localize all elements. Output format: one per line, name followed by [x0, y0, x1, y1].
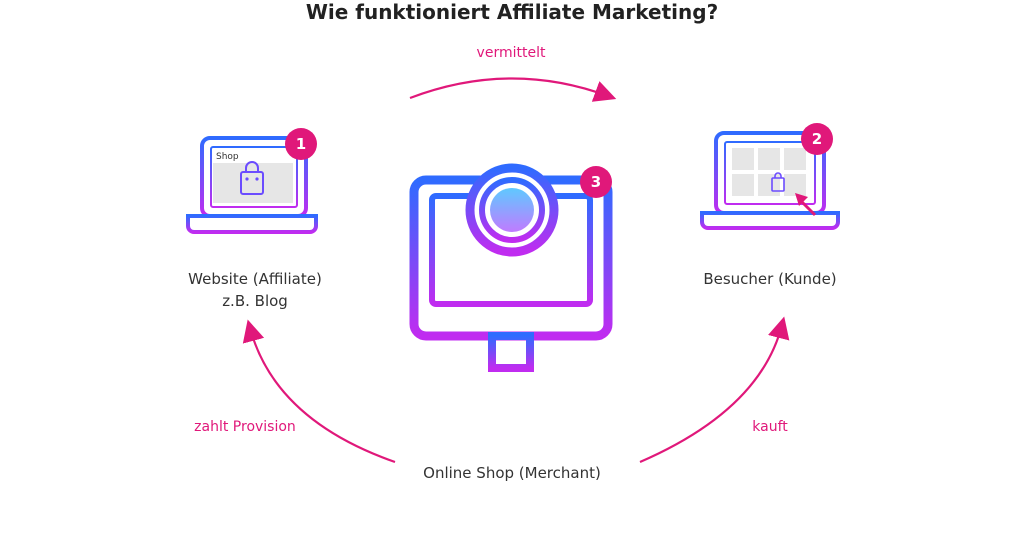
visitor-laptop-icon: [700, 131, 840, 230]
shop-screen-label: Shop: [216, 152, 239, 162]
visitor-label: Besucher (Kunde): [703, 270, 837, 288]
edge-label-kauft: kauft: [752, 419, 788, 435]
badge-1-text: 1: [296, 135, 306, 153]
edge-label-vermittelt: vermittelt: [476, 45, 546, 61]
arrow-vermittelt: [409, 77, 617, 102]
badge-1: 1: [285, 128, 317, 160]
badge-3-text: 3: [591, 173, 601, 191]
badge-2-text: 2: [812, 130, 822, 148]
affiliate-label: Website (Affiliate) z.B. Blog: [160, 268, 350, 312]
affiliate-label-line2: z.B. Blog: [222, 292, 288, 310]
cursor-arrow-icon: [795, 193, 817, 217]
cart-bag-icon: [771, 172, 785, 192]
merchant-label: Online Shop (Merchant): [423, 464, 601, 482]
diagram-title: Wie funktioniert Affiliate Marketing?: [305, 0, 719, 24]
shopping-bag-icon: [240, 161, 264, 195]
arrow-kauft: [639, 316, 790, 464]
badge-3: 3: [580, 166, 612, 198]
affiliate-label-line1: Website (Affiliate): [188, 270, 322, 288]
merchant-monitor-icon: [409, 163, 613, 375]
arrow-zahlt-provision: [242, 319, 396, 464]
edge-label-zahlt-provision: zahlt Provision: [194, 419, 296, 435]
badge-2: 2: [801, 123, 833, 155]
affiliate-laptop-icon: Shop: [186, 136, 318, 234]
